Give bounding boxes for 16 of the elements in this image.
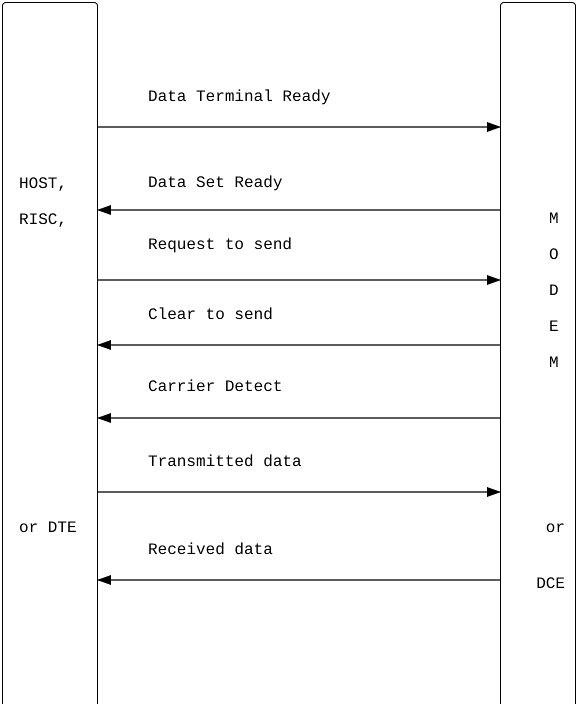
signal-arrow xyxy=(97,205,500,215)
edge-label: Data Set Ready xyxy=(148,173,282,193)
signal-arrow xyxy=(97,575,500,585)
device-label: HOST, RISC, xyxy=(19,174,68,231)
device-label: or DCE xyxy=(535,518,565,595)
signal-arrow xyxy=(98,122,501,132)
device-label: or DTE xyxy=(19,518,78,539)
edge-label: Data Terminal Ready xyxy=(148,87,330,107)
edge-label: Request to send xyxy=(148,235,292,255)
device-box xyxy=(2,2,98,704)
device-box xyxy=(500,2,576,704)
signal-arrow xyxy=(97,413,500,423)
signal-arrow xyxy=(97,340,500,350)
signal-arrow xyxy=(98,487,501,497)
device-label: MODEM xyxy=(549,209,560,374)
signal-arrow xyxy=(98,275,501,285)
